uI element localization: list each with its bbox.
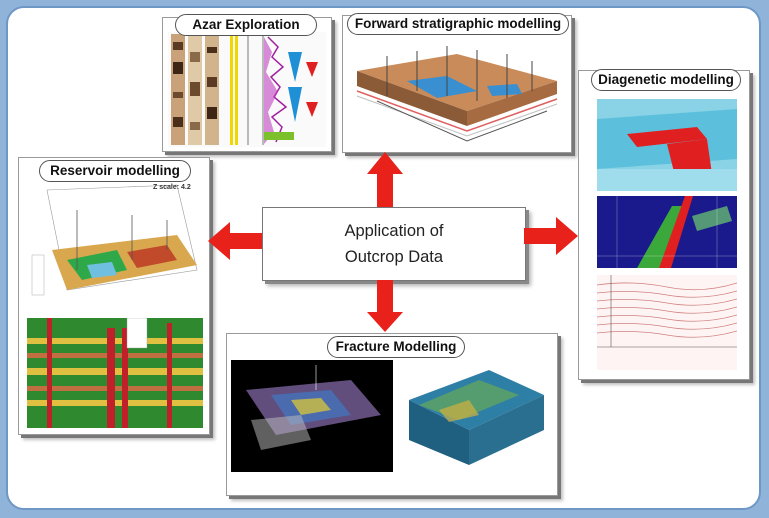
forward-modelling-title: Forward stratigraphic modelling <box>347 13 569 35</box>
fracture-modelling-title: Fracture Modelling <box>327 336 465 358</box>
fracture-modelling-panel: Fracture Modelling <box>226 333 558 496</box>
fracture-3d-block-image <box>399 360 551 472</box>
diagenetic-modelling-panel: Diagenetic modelling <box>578 69 750 380</box>
reservoir-modelling-title: Reservoir modelling <box>39 160 191 182</box>
center-line-2: Outcrop Data <box>344 248 444 266</box>
arrow-right <box>524 217 578 255</box>
arrow-left <box>208 222 262 260</box>
fracture-network-image <box>231 360 393 472</box>
seismic-grayscale-image <box>597 275 737 370</box>
seismic-section-image <box>597 196 737 268</box>
azar-exploration-title: Azar Exploration <box>175 14 317 36</box>
azar-exploration-panel: Azar Exploration <box>162 14 332 152</box>
center-node: Application of Outcrop Data <box>262 207 526 281</box>
center-line-1: Application of <box>344 222 444 240</box>
diagenetic-modelling-title: Diagenetic modelling <box>591 69 741 91</box>
stratigraphic-model-image <box>347 36 567 148</box>
forward-modelling-panel: Forward stratigraphic modelling <box>342 13 572 153</box>
z-scale-label: Z scale: 4.2 <box>153 184 191 191</box>
arrow-down <box>367 280 403 332</box>
reservoir-modelling-panel: Z scale: 4.2 Reservoir modelling <box>18 157 210 435</box>
reservoir-cross-section-image <box>27 318 203 428</box>
reservoir-3d-image <box>27 180 203 310</box>
well-log-image <box>168 32 326 147</box>
arrow-up <box>367 152 403 207</box>
diagenetic-3d-image <box>597 99 737 191</box>
